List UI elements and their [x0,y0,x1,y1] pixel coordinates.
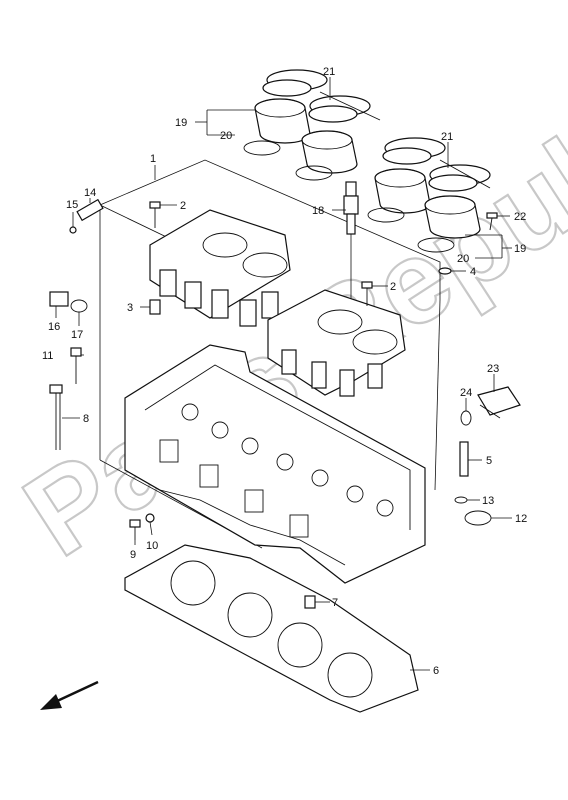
intake-holder-right [367,137,491,253]
callouts: 1 2 2 3 4 5 6 7 8 9 10 11 12 13 14 15 16… [42,66,527,677]
callout-14: 14 [84,187,96,199]
callout-10: 10 [146,540,158,552]
callout-11: 11 [42,350,53,362]
callout-24: 24 [460,387,472,399]
spark-plug [343,181,359,330]
callout-1: 1 [150,153,156,165]
callout-16: 16 [48,321,60,333]
callout-15: 15 [66,199,78,211]
callout-19: 19 [175,117,187,129]
callout-18: 18 [312,205,324,217]
callout-17: 17 [71,329,83,341]
callout-7: 7 [332,597,338,609]
callout-20: 20 [220,130,232,142]
callout-21: 21 [441,131,453,143]
direction-arrow-icon [40,680,99,710]
callout-2: 2 [180,200,186,212]
callout-2: 2 [390,281,396,293]
callout-19: 19 [514,243,526,255]
callout-13: 13 [482,495,494,507]
callout-22: 22 [514,211,526,223]
callout-12: 12 [515,513,527,525]
cam-housing-right [267,289,406,397]
leader-lines [55,77,512,671]
cylinder-head [124,344,426,584]
cam-housing-left [149,209,291,327]
callout-6: 6 [433,665,439,677]
cylinder-head-gasket [124,544,419,713]
assembly-frame [99,159,441,549]
callout-4: 4 [470,266,476,278]
callout-3: 3 [127,302,133,314]
callout-5: 5 [486,455,492,467]
callout-20: 20 [457,253,469,265]
callout-9: 9 [130,549,136,561]
callout-8: 8 [83,413,89,425]
callout-23: 23 [487,363,499,375]
intake-holder-left [243,69,381,181]
callout-21: 21 [323,66,335,78]
